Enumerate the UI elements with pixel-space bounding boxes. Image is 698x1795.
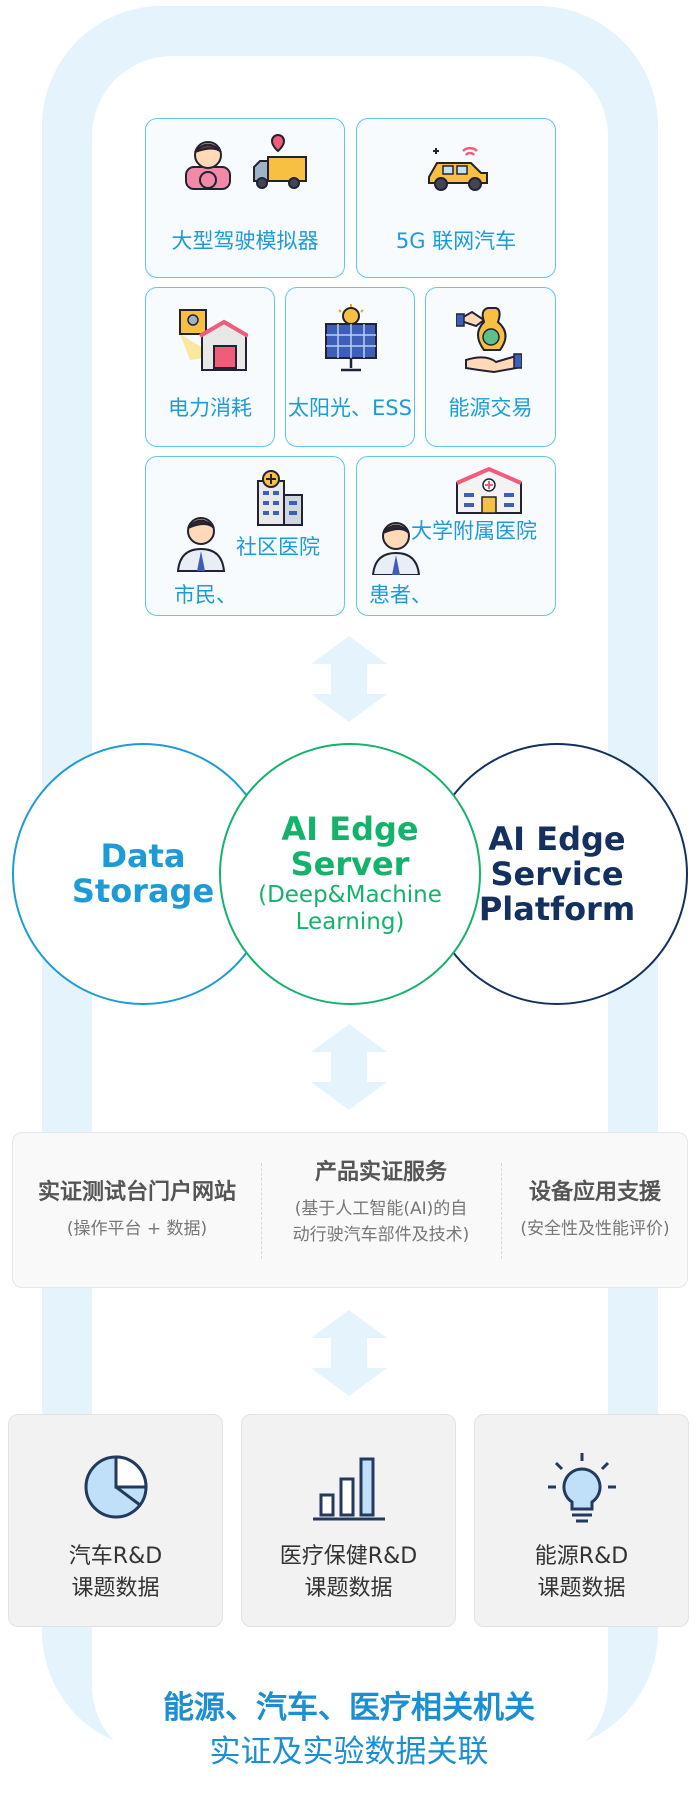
card-label-bottom: 市民、	[174, 583, 237, 607]
divider	[501, 1163, 502, 1259]
citizen-person-icon	[176, 517, 226, 572]
energy-rd-card: 能源R&D 课题数据	[474, 1414, 689, 1627]
service-subtitle: 动行驶汽车部件及技术)	[292, 1225, 470, 1245]
card-label: 能源交易	[448, 396, 533, 420]
circle-title: AI Edge	[488, 819, 626, 858]
service-title: 产品实证服务	[314, 1160, 447, 1185]
card-label-top: 大学附属医院	[411, 519, 537, 543]
circle-title: Server	[290, 845, 410, 883]
card-university-hospital: 大学附属医院 患者、	[356, 456, 556, 616]
bar-chart-icon	[313, 1457, 385, 1521]
service-title: 实证测试台门户网站	[37, 1180, 236, 1205]
card-driving-simulator: 大型驾驶模拟器	[145, 118, 345, 278]
service-equipment-support: 设备应用支援 (安全性及性能评价)	[501, 1133, 689, 1287]
card-label: 大型驾驶模拟器	[171, 229, 319, 253]
card-energy-trading: 能源交易	[425, 287, 556, 447]
service-subtitle: (安全性及性能评价)	[520, 1219, 670, 1239]
lightbulb-icon	[548, 1453, 616, 1523]
card-community-hospital: 社区医院 市民、	[145, 456, 345, 616]
driver-icon	[185, 141, 231, 190]
rd-label-line: 课题数据	[537, 1576, 626, 1601]
circle-title: Service	[490, 854, 624, 893]
services-panel: 实证测试台门户网站 (操作平台 + 数据) 产品实证服务 (基于人工智能(AI)…	[12, 1132, 688, 1288]
service-subtitle: (基于人工智能(AI)的自	[294, 1199, 468, 1219]
rd-label-line: 能源R&D	[534, 1544, 629, 1569]
double-arrow-icon	[311, 636, 387, 722]
circle-title: Storage	[71, 872, 215, 910]
footer-title: 能源、汽车、医疗相关机关	[163, 1690, 535, 1726]
card-label: 5G 联网汽车	[395, 229, 517, 253]
card-power-consumption: 电力消耗	[145, 287, 275, 447]
rd-label-line: 医疗保健R&D	[279, 1544, 418, 1569]
service-title: 设备应用支援	[528, 1180, 661, 1205]
card-solar-ess: 太阳光、ESS	[285, 287, 415, 447]
card-label: 太阳光、ESS	[288, 396, 412, 420]
rd-label: 汽车R&D 课题数据	[9, 1541, 222, 1605]
rd-label: 能源R&D 课题数据	[475, 1541, 688, 1605]
circle-subtitle: (Deep&Machine	[258, 882, 442, 908]
circle-subtitle: Learning)	[295, 909, 405, 935]
pie-chart-icon	[84, 1455, 148, 1519]
service-portal: 实证测试台门户网站 (操作平台 + 数据)	[13, 1133, 261, 1287]
rd-label-line: 汽车R&D	[68, 1544, 163, 1569]
energy-trade-icon	[456, 307, 522, 374]
service-product-verification: 产品实证服务 (基于人工智能(AI)的自 动行驶汽车部件及技术)	[261, 1133, 501, 1287]
card-label-bottom: 患者、	[369, 583, 432, 607]
university-hospital-icon	[456, 466, 522, 514]
rd-label-line: 课题数据	[304, 1576, 393, 1601]
rd-label: 医疗保健R&D 课题数据	[242, 1541, 455, 1605]
circle-title: Platform	[478, 889, 636, 928]
rd-label-line: 课题数据	[71, 1576, 160, 1601]
card-5g-car: 5G 联网汽车	[356, 118, 556, 278]
circle-title: Data	[100, 837, 186, 875]
hospital-building-icon	[257, 470, 303, 526]
automotive-rd-card: 汽车R&D 课题数据	[8, 1414, 223, 1627]
footer-subtitle: 实证及实验数据关联	[209, 1734, 489, 1770]
patient-person-icon	[371, 522, 421, 575]
double-arrow-icon	[311, 1024, 387, 1110]
service-subtitle: (操作平台 + 数据)	[66, 1219, 208, 1239]
delivery-truck-icon	[253, 133, 307, 189]
healthcare-rd-card: 医疗保健R&D 课题数据	[241, 1414, 456, 1627]
double-arrow-icon	[311, 1310, 387, 1396]
divider	[261, 1163, 262, 1259]
connected-car-icon	[428, 146, 488, 191]
circle-title: AI Edge	[281, 810, 419, 848]
solar-panel-icon	[325, 304, 377, 372]
power-house-icon	[179, 309, 248, 371]
card-label-top: 社区医院	[236, 535, 320, 559]
ai-edge-server-circle: AI Edge Server (Deep&Machine Learning)	[219, 743, 481, 1005]
card-label: 电力消耗	[168, 396, 252, 420]
